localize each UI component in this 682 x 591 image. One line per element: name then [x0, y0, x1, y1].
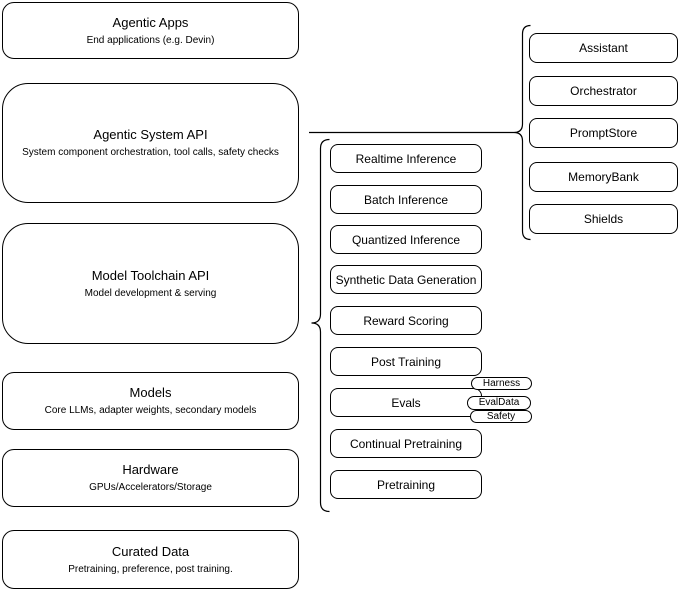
tag-label: Safety [486, 410, 516, 422]
box-title: Model Toolchain API [91, 267, 210, 283]
service-label: Evals [391, 395, 421, 410]
component-label: Assistant [579, 41, 628, 55]
box-title: Hardware [122, 462, 179, 477]
service-box-realtime-inference: Realtime Inference [330, 144, 482, 173]
component-box-promptstore: PromptStore [529, 118, 678, 148]
stack-box-model-toolchain-api: Model Toolchain API Model development & … [2, 223, 299, 344]
box-subtitle: Model development & serving [84, 287, 217, 299]
stack-box-agentic-system-api: Agentic System API System component orch… [2, 83, 299, 203]
component-label: Shields [583, 212, 624, 226]
box-title: Curated Data [111, 543, 190, 559]
tag-label: Harness [482, 377, 521, 389]
box-subtitle: GPUs/Accelerators/Storage [89, 482, 212, 493]
evals-tag-harness: Harness [471, 377, 532, 390]
box-title: Agentic System API [93, 127, 208, 142]
service-box-post-training: Post Training [330, 347, 482, 376]
component-box-shields: Shields [529, 204, 678, 234]
service-box-evals: Evals [330, 388, 482, 417]
component-label: MemoryBank [568, 170, 639, 184]
service-label: Reward Scoring [363, 313, 449, 328]
component-label: Orchestrator [570, 84, 637, 98]
component-box-memorybank: MemoryBank [529, 162, 678, 192]
component-box-orchestrator: Orchestrator [529, 76, 678, 106]
component-box-assistant: Assistant [529, 33, 678, 63]
service-label: Realtime Inference [355, 151, 457, 166]
service-box-synthetic-data-generation: Synthetic Data Generation [330, 265, 482, 294]
component-label: PromptStore [569, 126, 638, 140]
service-label: Quantized Inference [351, 232, 461, 247]
stack-box-curated-data: Curated Data Pretraining, preference, po… [2, 530, 299, 589]
box-title: Models [129, 385, 172, 400]
evals-tag-safety: Safety [470, 410, 532, 423]
service-box-batch-inference: Batch Inference [330, 185, 482, 214]
service-label: Post Training [370, 354, 442, 369]
box-subtitle: System component orchestration, tool cal… [22, 147, 279, 158]
evals-tag-evaldata: EvalData [467, 396, 531, 410]
box-subtitle: Core LLMs, adapter weights, secondary mo… [44, 405, 257, 416]
box-title: Agentic Apps [112, 14, 189, 30]
stack-box-models: Models Core LLMs, adapter weights, secon… [2, 372, 299, 430]
service-label: Continual Pretraining [349, 436, 463, 451]
service-box-continual-pretraining: Continual Pretraining [330, 429, 482, 458]
tag-label: EvalData [478, 397, 520, 408]
service-box-pretraining: Pretraining [330, 470, 482, 499]
box-subtitle: Pretraining, preference, post training. [68, 563, 233, 575]
box-subtitle: End applications (e.g. Devin) [86, 34, 215, 46]
service-box-quantized-inference: Quantized Inference [330, 225, 482, 254]
service-label: Batch Inference [363, 192, 449, 207]
stack-box-agentic-apps: Agentic Apps End applications (e.g. Devi… [2, 2, 299, 59]
service-box-reward-scoring: Reward Scoring [330, 306, 482, 335]
stack-box-hardware: Hardware GPUs/Accelerators/Storage [2, 449, 299, 507]
service-label: Pretraining [376, 477, 436, 492]
service-label: Synthetic Data Generation [335, 272, 477, 287]
toolchain-brace [311, 138, 330, 513]
